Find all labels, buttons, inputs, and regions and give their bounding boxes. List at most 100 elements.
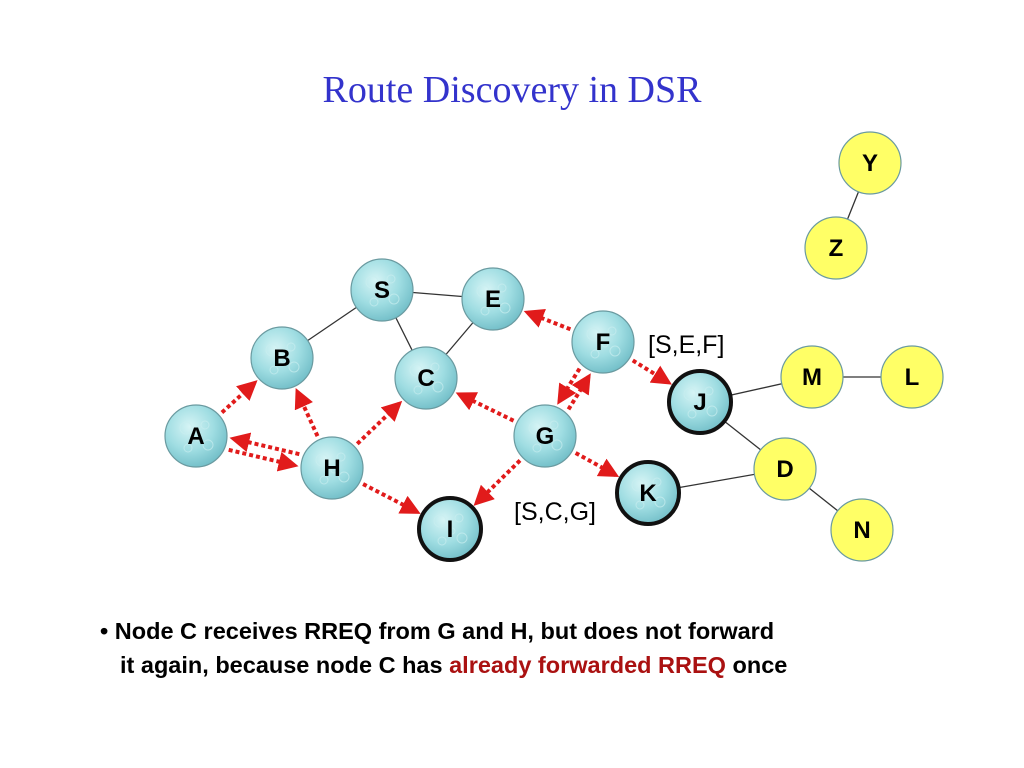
node-texture (551, 439, 563, 451)
node-j: J (667, 369, 733, 435)
node-g: G (513, 404, 577, 468)
node-m: M (780, 345, 844, 409)
node-l: L (880, 345, 944, 409)
node-texture (631, 478, 645, 492)
caption-line2: it again, because node C has already for… (100, 648, 980, 682)
node-texture (543, 434, 551, 442)
node-texture (424, 376, 432, 384)
node-texture (698, 400, 706, 408)
node-s: S (350, 258, 414, 322)
node-label-n: N (853, 517, 870, 544)
node-z: Z (804, 216, 868, 280)
node-texture (652, 477, 662, 487)
node-texture (288, 361, 300, 373)
rreq-arrow-f-j (631, 358, 672, 385)
rreq-arrow-g-i (473, 459, 522, 506)
node-circle-d (753, 437, 817, 501)
node-texture (338, 471, 350, 483)
node-label-a: A (187, 423, 204, 450)
node-a: A (164, 404, 228, 468)
node-texture (476, 284, 490, 298)
node-label-c: C (417, 365, 434, 392)
node-texture (432, 381, 444, 393)
caption-bullet: • (100, 618, 109, 644)
node-texture (202, 439, 214, 451)
node-texture (683, 387, 697, 401)
node-texture (380, 288, 388, 296)
node-texture (386, 274, 396, 284)
node-b: B (250, 326, 314, 390)
node-texture (200, 420, 210, 430)
node-texture (704, 386, 714, 396)
rreq-arrow-f-e (523, 308, 572, 332)
node-d: D (753, 437, 817, 501)
node-texture (706, 405, 718, 417)
node-c: C (394, 346, 458, 410)
node-label-g: G (536, 423, 555, 450)
node-texture (430, 362, 440, 372)
node-label-h: H (323, 455, 340, 482)
node-texture (497, 283, 507, 293)
node-label-s: S (374, 277, 390, 304)
node-label-y: Y (862, 150, 878, 177)
rreq-arrow-a-b (220, 380, 258, 414)
node-texture (315, 453, 329, 467)
node-circle-z (804, 216, 868, 280)
node-texture (369, 297, 379, 307)
node-texture (433, 514, 447, 528)
caption-line2-end: once (725, 652, 788, 678)
node-texture (549, 420, 559, 430)
rreq-arrows-layer (220, 308, 672, 514)
node-texture (687, 409, 697, 419)
node-label-z: Z (829, 235, 844, 262)
path-label-scg: [S,C,G] (514, 498, 596, 526)
node-label-b: B (273, 345, 290, 372)
node-texture (654, 496, 666, 508)
node-texture (528, 421, 542, 435)
node-texture (532, 443, 542, 453)
node-label-j: J (693, 389, 706, 416)
rreq-arrow-h-i (362, 482, 421, 514)
node-texture (194, 434, 202, 442)
caption-line2-start: it again, because node C has (120, 652, 450, 678)
node-texture (607, 326, 617, 336)
caption: • Node C receives RREQ from G and H, but… (100, 614, 980, 682)
node-texture (601, 340, 609, 348)
rreq-arrow-h-c (355, 400, 403, 446)
node-texture (609, 345, 621, 357)
rreq-arrow-h-b (294, 388, 320, 437)
node-texture (448, 527, 456, 535)
node-circle-n (830, 498, 894, 562)
node-texture (336, 452, 346, 462)
node-label-e: E (485, 286, 501, 313)
rreq-arrow-g-k (574, 451, 620, 478)
node-label-d: D (776, 456, 793, 483)
rreq-arrow-g-c (455, 392, 515, 423)
node-texture (179, 421, 193, 435)
rreq-arrow-a-h (228, 447, 299, 472)
node-texture (499, 302, 511, 314)
node-texture (319, 475, 329, 485)
node-texture (590, 349, 600, 359)
rreq-arrow-h-a (229, 432, 300, 457)
path-labels-layer: [S,E,F] [S,C,G] (514, 331, 724, 526)
node-texture (437, 536, 447, 546)
node-texture (330, 466, 338, 474)
node-texture (491, 297, 499, 305)
node-texture (183, 443, 193, 453)
node-circle-m (780, 345, 844, 409)
node-label-m: M (802, 364, 822, 391)
node-n: N (830, 498, 894, 562)
node-texture (635, 500, 645, 510)
node-texture (388, 293, 400, 305)
node-label-k: K (639, 480, 657, 507)
node-circle-y (838, 131, 902, 195)
node-texture (409, 363, 423, 377)
node-texture (480, 306, 490, 316)
node-texture (456, 532, 468, 544)
node-y: Y (838, 131, 902, 195)
caption-line1: Node C receives RREQ from G and H, but d… (114, 618, 775, 644)
node-texture (454, 513, 464, 523)
